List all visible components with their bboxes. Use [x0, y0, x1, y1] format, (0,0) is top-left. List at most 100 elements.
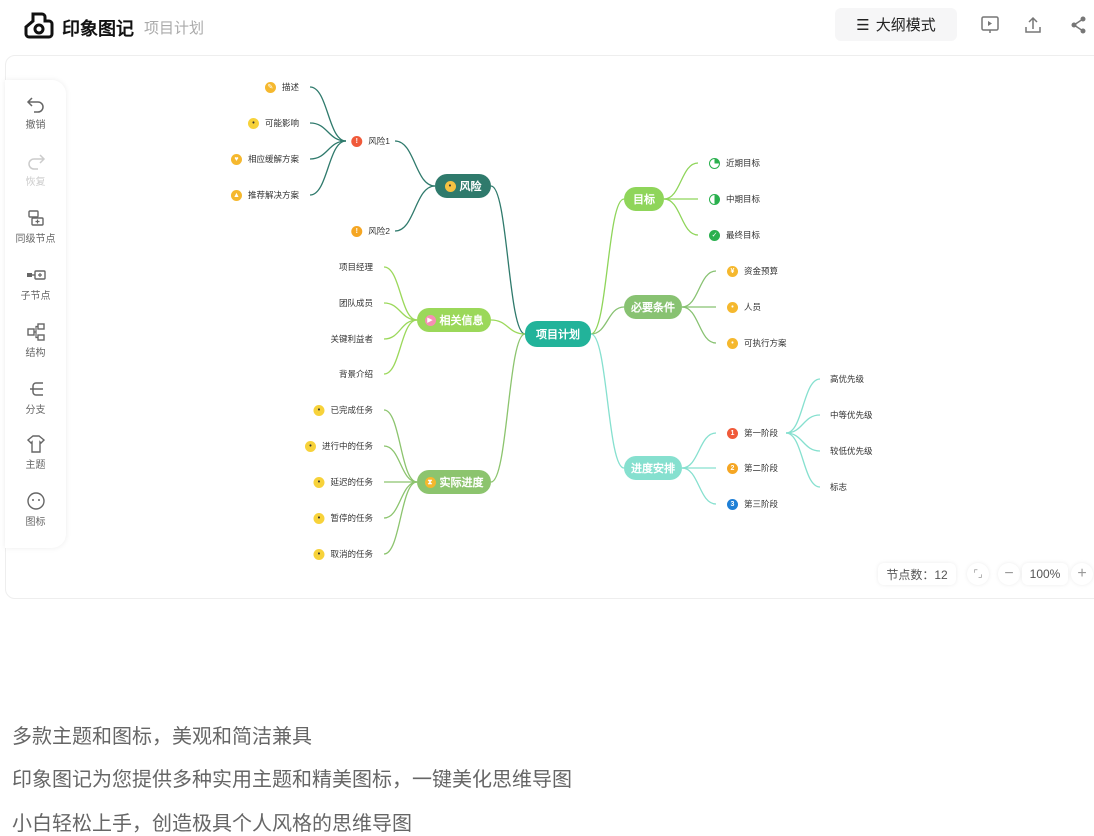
leaf-node[interactable]: 中等优先级 — [830, 410, 873, 420]
root-node[interactable]: 项目计划 — [525, 321, 591, 347]
sad-face-icon: • — [313, 512, 325, 524]
node-actual-progress[interactable]: ⧗实际进度 — [417, 470, 491, 494]
hourglass-icon: ⧗ — [424, 476, 436, 488]
zoom-out-button[interactable]: − — [998, 563, 1020, 585]
feature-description: 小白轻松上手，创造极具个人风格的思维导图 — [12, 813, 412, 835]
theme-button[interactable]: 主题 — [5, 434, 66, 484]
connector-line — [590, 306, 625, 335]
outline-mode-label: 大纲模式 — [875, 17, 936, 34]
branch-icon — [29, 382, 43, 396]
leaf-node[interactable]: 背景介绍 — [338, 369, 373, 379]
connector-line — [663, 162, 699, 200]
leaf-node[interactable]: •取消的任务 — [313, 548, 373, 560]
structure-button[interactable]: 结构 — [5, 322, 66, 372]
connector-line — [490, 185, 526, 335]
connector-line — [785, 378, 821, 434]
connector-line — [309, 86, 347, 142]
leaf-node[interactable]: •进行中的任务 — [304, 440, 373, 452]
connector-line — [490, 319, 526, 335]
quarter-progress-icon — [709, 157, 720, 169]
heart-icon: ♥ — [230, 153, 242, 165]
node-risk1[interactable]: !风险1 — [351, 135, 390, 147]
leaf-node[interactable]: ¥资金预算 — [727, 265, 778, 277]
outline-icon: ☰ — [856, 16, 870, 34]
redo-button[interactable]: 恢复 — [5, 151, 66, 201]
icon-button[interactable]: 图标 — [5, 491, 66, 541]
leaf-node[interactable]: •人员 — [727, 301, 761, 313]
leaf-node[interactable]: 项目经理 — [338, 262, 373, 272]
leaf-node[interactable]: ▲推荐解决方案 — [230, 189, 299, 201]
leaf-node[interactable]: 高优先级 — [830, 374, 865, 384]
priority-icon: ! — [351, 225, 363, 237]
connector-line — [383, 302, 418, 321]
play-icon: ▶ — [424, 314, 436, 326]
feature-description: 印象图记为您提供多种实用主题和精美图标，一键美化思维导图 — [12, 769, 572, 791]
sibling-node-button[interactable]: 同级节点 — [5, 208, 66, 258]
node-schedule[interactable]: 进度安排 — [624, 456, 682, 480]
leaf-node[interactable]: •可能影响 — [247, 117, 299, 129]
leaf-node[interactable]: •延迟的任务 — [313, 476, 373, 488]
connector-line — [383, 409, 418, 483]
number-1-icon: 1 — [727, 427, 738, 439]
outline-mode-button[interactable]: ☰ 大纲模式 — [835, 8, 957, 41]
person-icon: • — [727, 301, 738, 313]
leaf-node[interactable]: •暂停的任务 — [313, 512, 373, 524]
emoji-icon: • — [444, 180, 456, 192]
node-related-info[interactable]: ▶相关信息 — [417, 308, 491, 332]
theme-icon — [26, 435, 45, 453]
connector-line — [383, 481, 418, 555]
leaf-node[interactable]: 近期目标 — [709, 157, 760, 169]
connector-line — [383, 266, 418, 321]
share-icon[interactable] — [1068, 14, 1090, 36]
thinking-face-icon: • — [247, 117, 259, 129]
left-toolbar: 撤销 恢复 同级节点 子节点 结构 分支 主题 图标 — [5, 80, 66, 548]
undo-icon — [26, 97, 44, 113]
lightbulb-icon: • — [727, 337, 738, 349]
branch-button[interactable]: 分支 — [5, 379, 66, 429]
leaf-node[interactable]: ✓最终目标 — [709, 229, 760, 241]
node-goals[interactable]: 目标 — [624, 187, 664, 211]
leaf-node[interactable]: •已完成任务 — [313, 404, 373, 416]
structure-icon — [26, 323, 45, 341]
node-risk[interactable]: •风险 — [435, 174, 491, 198]
leaf-node[interactable]: 中期目标 — [709, 193, 760, 205]
number-3-icon: 3 — [727, 498, 738, 510]
export-icon[interactable] — [1022, 14, 1044, 36]
connector-line — [681, 467, 717, 505]
connector-line — [590, 198, 625, 335]
connector-line — [383, 445, 418, 483]
connector-line — [383, 319, 418, 375]
leaf-node[interactable]: 团队成员 — [338, 298, 373, 308]
leaf-node[interactable]: 较低优先级 — [830, 446, 873, 456]
feature-heading: 多款主题和图标，美观和简洁兼具 — [12, 726, 312, 748]
document-title[interactable]: 项目计划 — [144, 20, 205, 37]
leaf-node[interactable]: ♥相应缓解方案 — [230, 153, 299, 165]
connector-line — [681, 270, 717, 308]
fit-view-button[interactable]: ⌜⌟ — [967, 563, 989, 585]
node-risk2[interactable]: !风险2 — [351, 225, 390, 237]
check-icon: ✓ — [709, 229, 720, 241]
fit-view-icon: ⌜⌟ — [973, 568, 983, 580]
child-node-button[interactable]: 子节点 — [5, 265, 66, 315]
zoom-in-button[interactable]: + — [1071, 563, 1093, 585]
connector-line — [590, 333, 625, 469]
leaf-node[interactable]: ✎描述 — [264, 81, 299, 93]
leaf-node[interactable]: 关键利益者 — [330, 334, 373, 344]
app-logo-icon — [24, 12, 54, 39]
sibling-node-icon — [27, 210, 44, 226]
node-requirements[interactable]: 必要条件 — [624, 295, 682, 319]
undo-button[interactable]: 撤销 — [5, 94, 66, 144]
connector-line — [681, 306, 717, 344]
redo-icon — [27, 154, 45, 170]
node-count: 节点数：12 — [878, 563, 956, 585]
presentation-icon[interactable] — [979, 14, 1001, 36]
thumbs-up-icon: ▲ — [230, 189, 242, 201]
leaf-node[interactable]: •可执行方案 — [727, 337, 787, 349]
leaf-node[interactable]: 标志 — [830, 482, 848, 492]
connector-line — [383, 319, 418, 340]
top-bar: 印象图记 项目计划 ☰大纲模式 — [0, 0, 1094, 52]
connector-line — [309, 122, 347, 142]
